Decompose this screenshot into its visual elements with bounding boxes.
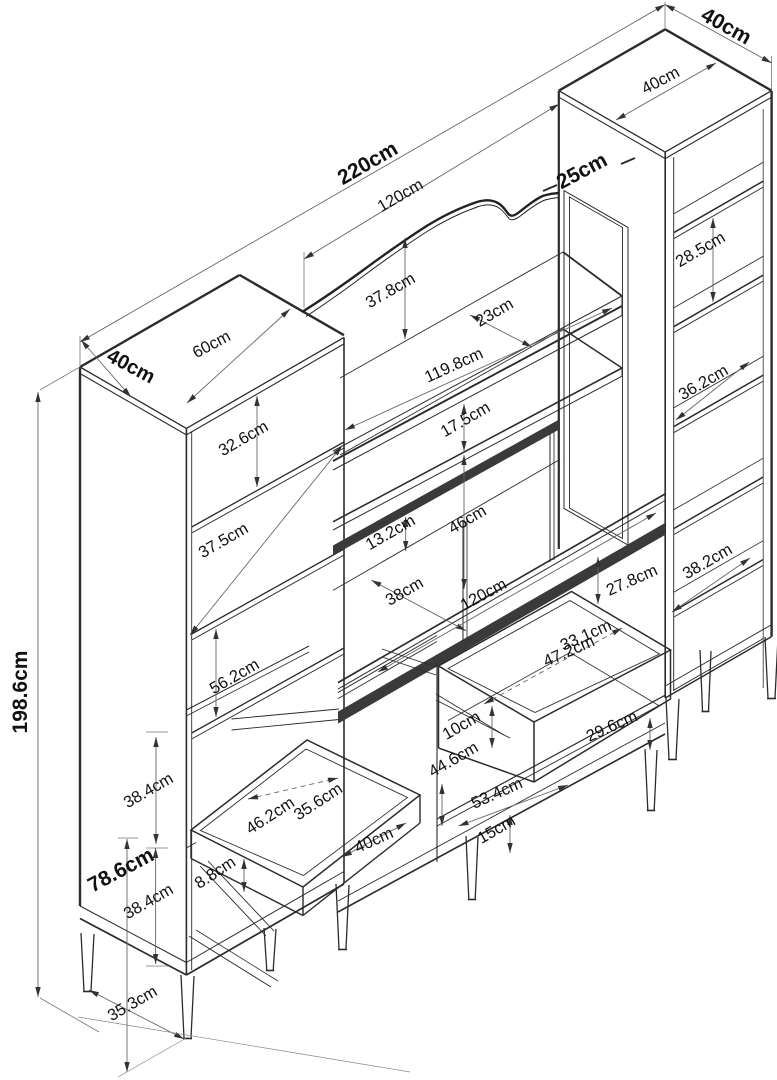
svg-text:38.4cm: 38.4cm [121,880,177,923]
svg-text:38cm: 38cm [383,574,427,610]
svg-text:40cm: 40cm [103,345,158,388]
svg-text:27.8cm: 27.8cm [604,561,661,599]
svg-text:46.2cm: 46.2cm [243,794,298,839]
svg-text:60cm: 60cm [190,327,234,362]
svg-text:78.6cm: 78.6cm [84,843,158,897]
svg-text:220cm: 220cm [334,137,402,190]
svg-text:35.6cm: 35.6cm [291,780,346,825]
svg-text:25cm: 25cm [553,148,611,194]
svg-text:46cm: 46cm [446,502,490,538]
svg-text:40cm: 40cm [352,824,396,857]
svg-text:29.6cm: 29.6cm [584,707,641,745]
svg-text:32.6cm: 32.6cm [216,417,272,460]
svg-text:38.4cm: 38.4cm [121,769,177,812]
svg-text:35.3cm: 35.3cm [105,982,161,1025]
svg-text:198.6cm: 198.6cm [9,651,32,734]
svg-text:120cm: 120cm [375,175,427,215]
svg-text:40cm: 40cm [697,3,755,49]
svg-text:23cm: 23cm [473,295,517,331]
svg-text:53.4cm: 53.4cm [469,774,526,812]
svg-text:56.2cm: 56.2cm [207,655,263,698]
svg-text:37.8cm: 37.8cm [363,269,419,312]
svg-text:17.5cm: 17.5cm [438,398,494,441]
svg-text:40cm: 40cm [639,63,683,98]
